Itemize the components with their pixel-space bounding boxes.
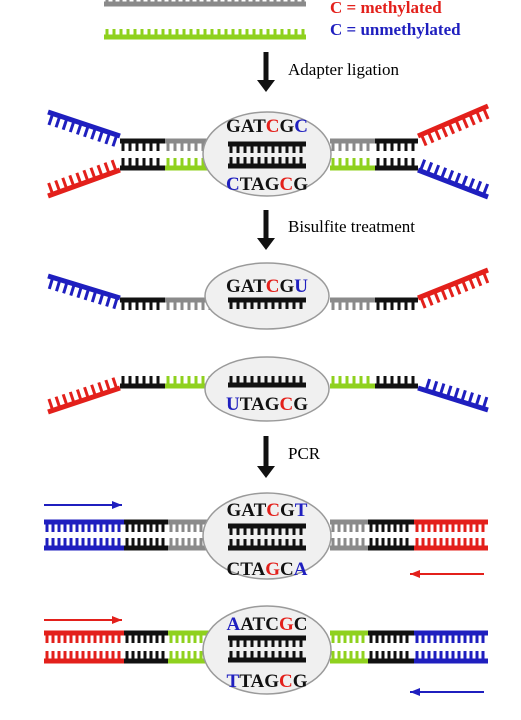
sequence-bottom-5: TTAGCG (227, 671, 308, 692)
step-label-adapter-ligation: Adapter ligation (288, 60, 399, 79)
adapter-right-top-black-5 (368, 630, 414, 643)
insert-right-top-grey-4 (330, 519, 368, 532)
insert-left-grey-2 (165, 297, 212, 310)
sequence-bottom-3: UTAGCG (226, 394, 308, 415)
adapter-arm-bottom-left-red (47, 159, 121, 199)
insert-left-green-3 (165, 376, 212, 389)
reverse-primer-arrow-4 (410, 570, 484, 578)
legend-methylated: C = methylated (330, 0, 442, 17)
insert-right-bottom-green-5 (330, 651, 368, 664)
adapter-arm-right-red-2 (417, 267, 490, 309)
insert-right-top-grey (330, 138, 375, 151)
insert-right-green-3 (330, 376, 375, 389)
insert-top-strand-1 (228, 141, 306, 153)
adapter-right-bottom-black (375, 158, 418, 171)
adapter-right-top-black (375, 138, 418, 151)
adapter-right-top-blue-5 (414, 630, 488, 643)
adapter-left-bottom-black (120, 158, 165, 171)
insert-strand-3 (228, 376, 306, 388)
adapter-left-bottom-black-4 (124, 538, 168, 551)
dna-insert-ellipse-4 (202, 492, 332, 580)
insert-strand-2 (228, 297, 306, 309)
insert-top-strand-4 (228, 523, 306, 535)
genomic-dna-bottom-strand (104, 29, 306, 40)
adapter-arm-right-blue-3 (417, 378, 489, 413)
sequence-bottom-4: CTAGCA (227, 559, 308, 580)
adapter-left-top-black-4 (124, 519, 168, 532)
adapter-arm-bottom-right-blue (417, 159, 490, 200)
step-label-pcr: PCR (288, 444, 321, 463)
sequence-top-4: GATCGT (227, 500, 308, 521)
dna-insert-ellipse-5 (202, 605, 332, 695)
adapter-right-top-red-4 (414, 519, 488, 532)
forward-primer-arrow-4 (44, 501, 122, 509)
adapter-right-top-black-4 (368, 519, 414, 532)
adapter-left-black-3 (120, 376, 165, 389)
adapter-right-bottom-blue-5 (414, 651, 488, 664)
adapter-left-bottom-red-5 (44, 651, 124, 664)
adapter-left-bottom-blue-4 (44, 538, 124, 551)
adapter-arm-left-blue-2 (47, 273, 121, 310)
adapter-arm-top-left-blue (47, 109, 121, 147)
adapter-right-black-3 (375, 376, 418, 389)
adapter-left-top-red-5 (44, 630, 124, 643)
insert-right-top-green-5 (330, 630, 368, 643)
insert-bottom-strand-1 (228, 157, 306, 169)
adapter-left-bottom-black-5 (124, 651, 168, 664)
arrow-adapter-ligation (257, 52, 275, 92)
sequence-top-5: AATCGC (227, 614, 308, 635)
adapter-left-top-blue-4 (44, 519, 124, 532)
insert-right-bottom-grey-4 (330, 538, 368, 551)
adapter-arm-top-right-red (417, 103, 490, 147)
sequence-bottom-1: CTAGCG (226, 174, 308, 195)
insert-right-bottom-green (330, 158, 375, 171)
adapter-right-bottom-black-4 (368, 538, 414, 551)
dna-insert-ellipse-1 (202, 111, 332, 197)
dna-insert-ellipse-2 (204, 262, 330, 330)
insert-right-grey-2 (330, 297, 375, 310)
adapter-right-bottom-black-5 (368, 651, 414, 664)
adapter-right-bottom-red-4 (414, 538, 488, 551)
arrow-bisulfite-treatment (257, 210, 275, 250)
adapter-left-black-2 (120, 297, 165, 310)
adapter-left-top-black-5 (124, 630, 168, 643)
arrow-pcr (257, 436, 275, 478)
dna-insert-ellipse-3 (204, 356, 330, 422)
sequence-top-1: GATCGC (226, 116, 308, 137)
forward-primer-arrow-5 (44, 616, 122, 624)
adapter-left-top-black (120, 138, 165, 151)
insert-top-strand-5 (228, 635, 306, 647)
reverse-primer-arrow-5 (410, 688, 484, 696)
sequence-top-2: GATCGU (226, 276, 308, 297)
adapter-arm-left-red-3 (47, 377, 121, 415)
step-label-bisulfite-treatment: Bisulfite treatment (288, 217, 415, 236)
insert-bottom-strand-5 (228, 651, 306, 663)
adapter-right-black-2 (375, 297, 418, 310)
genomic-dna-top-strand (104, 0, 306, 7)
insert-bottom-strand-4 (228, 539, 306, 551)
legend-unmethylated: C = unmethylated (330, 20, 461, 39)
